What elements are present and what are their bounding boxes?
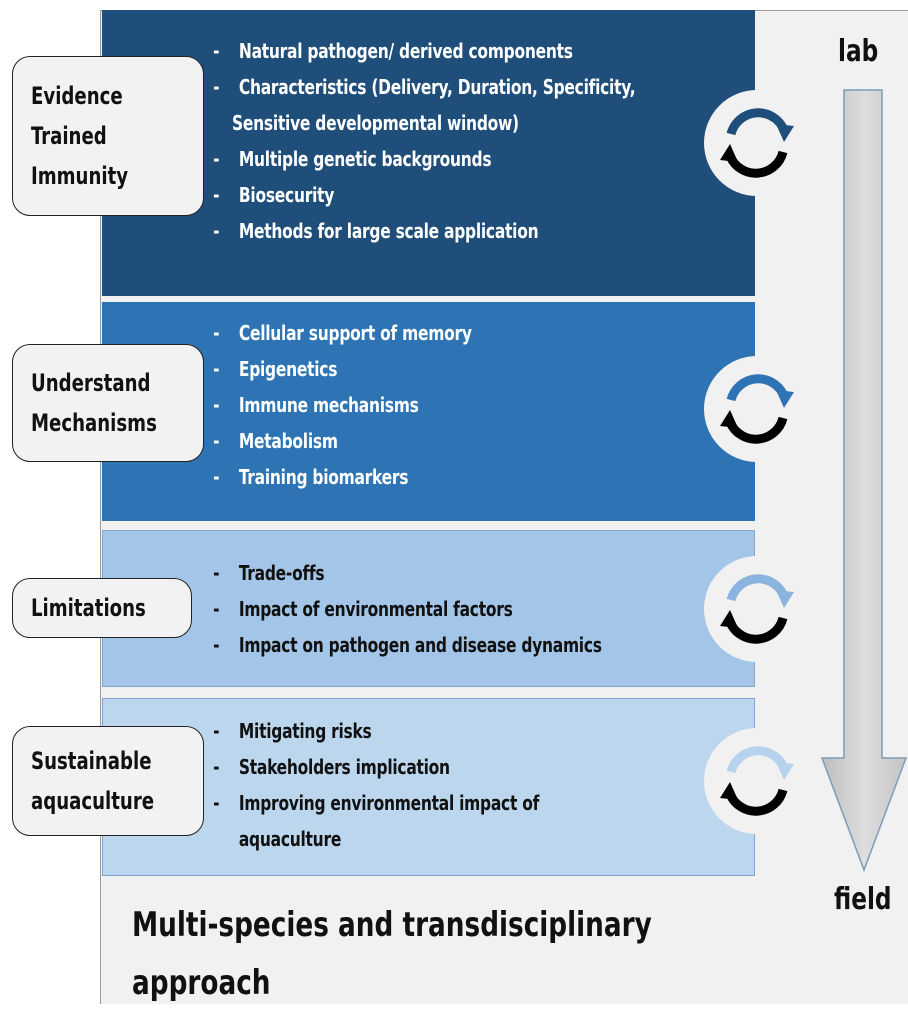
list-item: Trade-offs xyxy=(103,555,663,591)
list-item-continuation: Sensitive developmental window) xyxy=(103,105,663,141)
mechanisms-item-list: Cellular support of memory Epigenetics I… xyxy=(103,315,754,495)
list-item-continuation-text: aquaculture xyxy=(238,827,342,851)
band-limitations: Trade-offs Impact of environmental facto… xyxy=(102,530,755,687)
label-text: Limitations xyxy=(31,594,146,622)
list-item: Biosecurity xyxy=(103,177,663,213)
list-item: Methods for large scale application xyxy=(103,213,663,249)
label-limitations: Limitations xyxy=(12,578,192,638)
label-sustainable-aquaculture: Sustainable aquaculture xyxy=(12,726,204,836)
label-text: Sustainable aquaculture xyxy=(31,747,155,815)
sustainable-item-list: Mitigating risks Stakeholders implicatio… xyxy=(103,713,754,857)
list-item: Characteristics (Delivery, Duration, Spe… xyxy=(103,69,663,105)
refresh-cycle-icon xyxy=(704,90,810,196)
label-text: Understand Mechanisms xyxy=(31,369,157,437)
field-label: field xyxy=(834,882,892,917)
list-item: Improving environmental impact of xyxy=(103,785,663,821)
down-arrow-icon xyxy=(820,89,908,873)
refresh-cycle-icon xyxy=(704,356,810,462)
list-item: Cellular support of memory xyxy=(103,315,663,351)
footer-caption: Multi-species and transdisciplinary appr… xyxy=(132,905,652,1003)
list-item: Immune mechanisms xyxy=(103,387,663,423)
list-item-continuation-text: Sensitive developmental window) xyxy=(232,111,519,135)
list-item: Multiple genetic backgrounds xyxy=(103,141,663,177)
list-item: Natural pathogen/ derived components xyxy=(103,33,663,69)
refresh-cycle-icon xyxy=(704,556,810,662)
refresh-cycle-icon xyxy=(704,728,810,834)
list-item-continuation: aquaculture xyxy=(103,821,663,857)
list-item: Impact of environmental factors xyxy=(103,591,663,627)
list-item: Stakeholders implication xyxy=(103,749,663,785)
evidence-item-list: Natural pathogen/ derived components Cha… xyxy=(103,33,754,249)
band-sustainable-aquaculture: Mitigating risks Stakeholders implicatio… xyxy=(102,698,755,876)
band-understand-mechanisms: Cellular support of memory Epigenetics I… xyxy=(102,302,755,521)
list-item: Mitigating risks xyxy=(103,713,663,749)
label-text: Evidence Trained Immunity xyxy=(31,82,129,190)
label-understand-mechanisms: Understand Mechanisms xyxy=(12,344,204,462)
band-evidence-trained-immunity: Natural pathogen/ derived components Cha… xyxy=(102,10,755,296)
label-evidence-trained-immunity: Evidence Trained Immunity xyxy=(12,56,204,216)
lab-label: lab xyxy=(838,34,879,69)
list-item: Epigenetics xyxy=(103,351,663,387)
list-item-text: Characteristics (Delivery, Duration, Spe… xyxy=(238,75,636,99)
list-item: Training biomarkers xyxy=(103,459,663,495)
list-item: Metabolism xyxy=(103,423,663,459)
list-item: Impact on pathogen and disease dynamics xyxy=(103,627,663,663)
limitations-item-list: Trade-offs Impact of environmental facto… xyxy=(103,555,754,663)
